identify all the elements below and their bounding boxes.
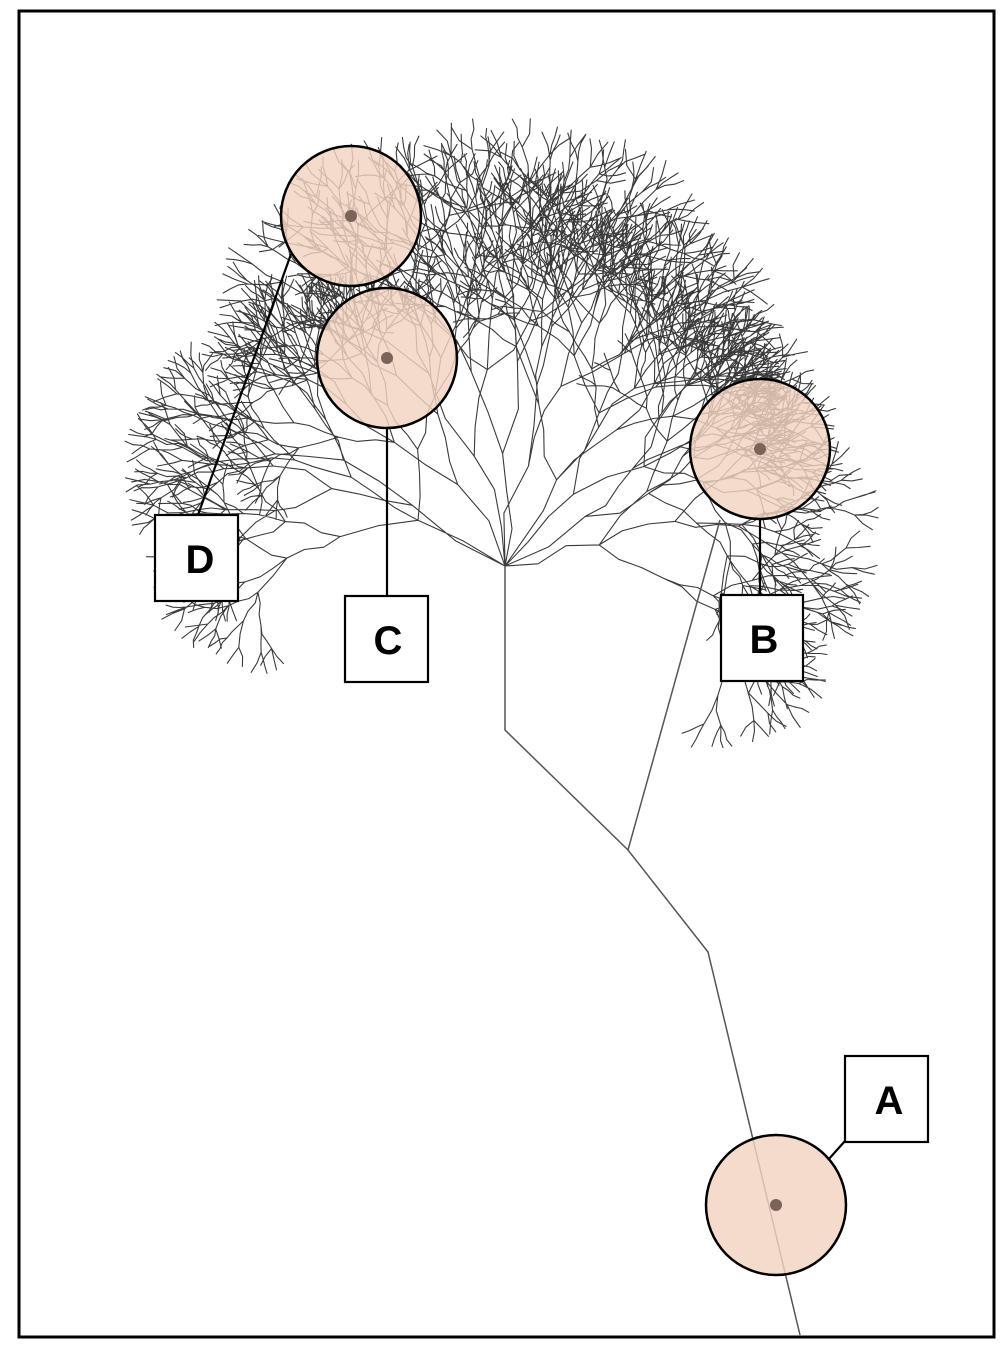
electrode-b-center: [754, 443, 766, 455]
label-d-box: [153, 513, 240, 603]
label-b: B: [719, 593, 805, 683]
electrode-b: [688, 377, 832, 521]
label-c-box: [343, 594, 430, 684]
label-a: A: [843, 1054, 930, 1144]
label-d: D: [153, 513, 240, 603]
label-b-text: B: [750, 618, 779, 662]
leader-line-d: [196, 253, 293, 516]
leader-line-a: [827, 1140, 846, 1161]
electrode-a: [704, 1133, 848, 1277]
label-c-text: C: [374, 619, 403, 663]
label-c: C: [343, 594, 430, 684]
electrode-c-center: [381, 352, 393, 364]
label-a-box: [843, 1054, 930, 1144]
axon-branch: [627, 519, 721, 851]
electrode-d-center: [345, 210, 357, 222]
diagram-frame: [17, 9, 996, 1339]
label-d-text: D: [186, 538, 215, 582]
label-a-text: A: [875, 1079, 904, 1123]
label-b-box: [719, 593, 805, 683]
electrode-d: [279, 144, 423, 288]
electrode-a-center: [770, 1199, 782, 1211]
electrode-c: [315, 286, 459, 430]
